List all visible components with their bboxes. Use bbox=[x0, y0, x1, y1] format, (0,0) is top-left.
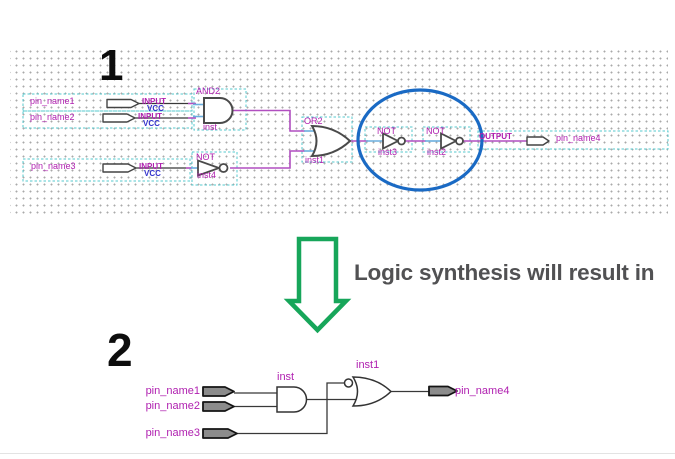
p2-and-inst-label: inst bbox=[277, 371, 295, 383]
input-pin-symbols-2[interactable] bbox=[202, 386, 238, 439]
down-arrow-icon bbox=[283, 236, 352, 334]
p2-pin1-label: pin_name1 bbox=[145, 384, 200, 397]
not-gate-inst3[interactable] bbox=[382, 132, 406, 150]
not-gate-inst2[interactable] bbox=[440, 132, 464, 150]
and2-inst-label: inst bbox=[203, 121, 218, 132]
input-pin-3 bbox=[102, 163, 137, 173]
p2-pin3-label: pin_name3 bbox=[145, 426, 200, 439]
pin2-level-label: VCC bbox=[143, 119, 160, 128]
pin-lead-wires bbox=[135, 102, 188, 169]
bottom-divider bbox=[0, 453, 675, 454]
pin2-type-label: INPUT bbox=[138, 112, 162, 121]
not4-type-label: NOT bbox=[196, 151, 215, 162]
not3-type-label: NOT bbox=[377, 125, 396, 136]
not3-inst-label: inst3 bbox=[378, 146, 398, 157]
synthesis-caption: Logic synthesis will result in bbox=[354, 260, 655, 285]
input-pin2-2 bbox=[202, 401, 235, 412]
and-gate-2[interactable] bbox=[276, 386, 308, 413]
output-type-label: OUTPUT bbox=[479, 132, 512, 141]
not4-inst-label: inst4 bbox=[197, 170, 217, 180]
not2-inst-label: inst2 bbox=[427, 146, 447, 157]
and2-type-label: AND2 bbox=[196, 86, 221, 96]
schematic-2-drawing bbox=[202, 376, 458, 439]
or2-type-label: OR2 bbox=[304, 116, 323, 126]
selection-boxes bbox=[22, 88, 669, 186]
net-wires-2 bbox=[234, 382, 430, 435]
p2-pin2-label: pin_name2 bbox=[145, 399, 200, 412]
pin4-name-label: pin_name4 bbox=[556, 133, 601, 143]
output-pin-symbol-2[interactable] bbox=[428, 385, 458, 397]
pin1-name-label: pin_name1 bbox=[30, 96, 75, 106]
or2-gate[interactable] bbox=[310, 124, 352, 158]
input-pin2-3 bbox=[202, 428, 238, 439]
input-pin2-1 bbox=[202, 386, 235, 397]
input-pin-2 bbox=[102, 113, 136, 123]
pin1-type-label: INPUT bbox=[142, 97, 166, 106]
or-gate-2[interactable] bbox=[351, 376, 393, 407]
highlight-ellipse bbox=[356, 88, 484, 192]
not2-type-label: NOT bbox=[426, 125, 445, 136]
pin3-name-label: pin_name3 bbox=[31, 161, 76, 171]
step-number-1: 1 bbox=[99, 41, 124, 90]
input-pin-1 bbox=[106, 98, 140, 109]
p2-pin4-label: pin_name4 bbox=[455, 384, 510, 397]
output-pin-symbol[interactable] bbox=[526, 136, 550, 146]
input-pin-symbols[interactable] bbox=[102, 98, 140, 173]
pin2-name-label: pin_name2 bbox=[30, 112, 75, 122]
schematic-1-drawing bbox=[22, 88, 669, 192]
pin1-level-label: VCC bbox=[147, 104, 164, 113]
inverter-bubble bbox=[343, 378, 354, 388]
pin3-level-label: VCC bbox=[144, 168, 161, 178]
and2-gate[interactable] bbox=[203, 97, 234, 124]
p2-or-inst-label: inst1 bbox=[356, 359, 380, 371]
not-gate-inst4[interactable] bbox=[197, 159, 229, 177]
step-number-2: 2 bbox=[107, 324, 133, 376]
or2-inst-label: inst1 bbox=[305, 154, 325, 165]
pin3-type-label: INPUT bbox=[139, 161, 163, 171]
